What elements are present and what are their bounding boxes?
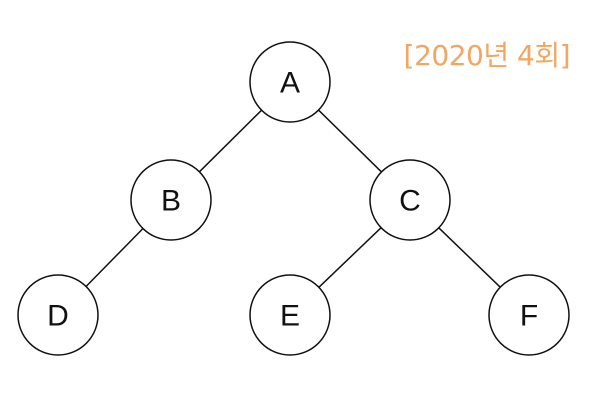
tree-nodes: A B C D E F (17, 41, 570, 356)
tree-node-c: C (369, 159, 451, 241)
node-label-d: D (47, 300, 69, 333)
node-label-f: F (520, 300, 538, 333)
node-circle-a (249, 41, 331, 123)
node-label-c: C (399, 185, 421, 218)
edge-c-e (318, 227, 382, 288)
node-circle-d (17, 274, 99, 356)
exam-tag: [2020년 4회] (403, 39, 571, 72)
node-label-a: A (280, 67, 300, 100)
node-circle-b (130, 159, 212, 241)
tree-node-d: D (17, 274, 99, 356)
tree-node-b: B (130, 159, 212, 241)
edge-a-b (198, 109, 263, 173)
tree-node-f: F (488, 274, 570, 356)
node-circle-c (369, 159, 451, 241)
node-circle-e (249, 274, 331, 356)
node-label-e: E (280, 300, 300, 333)
edge-b-d (85, 228, 144, 287)
tree-node-e: E (249, 274, 331, 356)
tree-edges (85, 109, 501, 288)
node-circle-f (488, 274, 570, 356)
tree-node-a: A (249, 41, 331, 123)
edge-c-f (438, 227, 501, 288)
edge-a-c (317, 109, 383, 173)
node-label-b: B (161, 185, 181, 218)
